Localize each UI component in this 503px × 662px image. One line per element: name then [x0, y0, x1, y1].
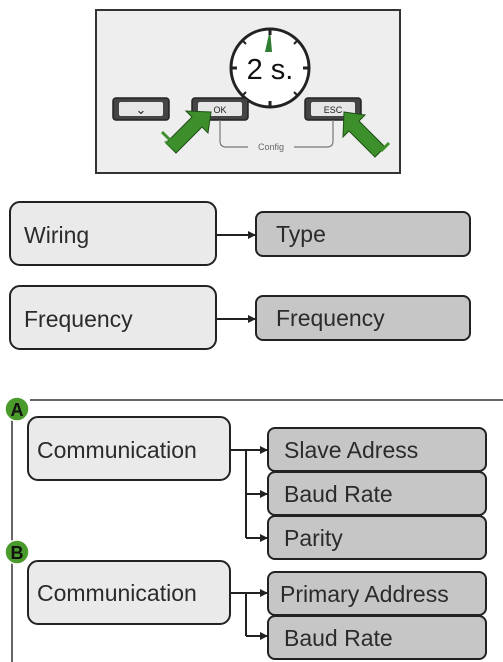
type-label: Type [276, 221, 326, 247]
frequency-child-box[interactable] [255, 295, 471, 341]
marker-a [4, 396, 30, 422]
marker-b-label: B [11, 543, 24, 563]
primary-address-label: Primary Address [280, 581, 449, 607]
frequency-row: Frequency Frequency [9, 285, 471, 350]
communication-a-connectors [230, 446, 268, 542]
config-label: Config [258, 142, 284, 152]
press-arrow-esc-icon [342, 111, 391, 158]
tick-4 [293, 91, 299, 97]
parity-label: Parity [284, 525, 343, 551]
communication-b-label: Communication [37, 580, 197, 606]
baud-rate-b-box[interactable] [267, 615, 487, 660]
tick-1 [293, 39, 299, 45]
esc-button-label: ESC [324, 105, 343, 115]
communication-a-label: Communication [37, 437, 197, 463]
baud-rate-a-label: Baud Rate [284, 481, 393, 507]
press-arrow-ok-icon [160, 110, 212, 154]
frequency-child-label: Frequency [276, 305, 385, 331]
timer-label: 2 s. [247, 54, 294, 86]
marker-a-label: A [11, 400, 24, 420]
wiring-row: Wiring Type [9, 201, 471, 266]
communication-a-box[interactable] [27, 416, 231, 481]
down-button-label: ⌄ [136, 103, 147, 118]
tick-10 [241, 39, 247, 45]
variant-b: B Communication Primary Address Baud Rat… [4, 539, 487, 660]
baud-rate-b-label: Baud Rate [284, 625, 393, 651]
parity-box[interactable] [267, 515, 487, 560]
frequency-label: Frequency [24, 306, 133, 332]
variant-a: A Communication Slave Adress Baud Rate P… [4, 396, 487, 560]
wiring-box[interactable] [9, 201, 217, 266]
frequency-box[interactable] [9, 285, 217, 350]
slave-address-label: Slave Adress [284, 437, 418, 463]
marker-b [4, 539, 30, 565]
tick-7 [241, 91, 247, 97]
config-bracket [219, 120, 334, 148]
down-button[interactable]: ⌄ [112, 97, 170, 121]
type-box[interactable] [255, 211, 471, 257]
communication-b-connectors [230, 589, 268, 640]
device-panel: 2 s. ⌄ OK ESC Config [95, 9, 401, 174]
esc-button[interactable]: ESC [304, 97, 362, 121]
section-frame [11, 399, 503, 662]
wiring-label: Wiring [24, 222, 89, 248]
timer-dial: 2 s. [229, 27, 311, 109]
ok-button-label: OK [213, 105, 226, 115]
